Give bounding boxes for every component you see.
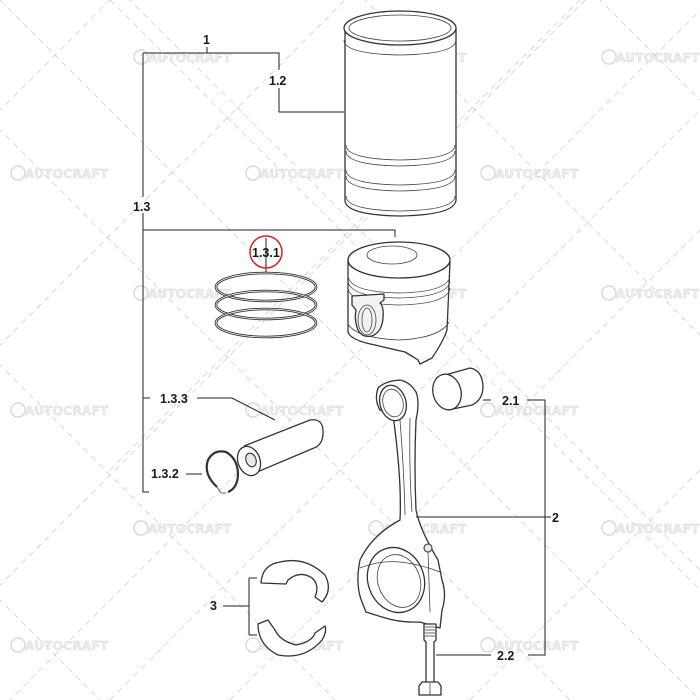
svg-text:AUTOCRAFT: AUTOCRAFT: [25, 639, 109, 653]
svg-text:AUTOCRAFT: AUTOCRAFT: [260, 404, 344, 418]
callout-1-2[interactable]: 1.2: [269, 74, 286, 88]
watermark-autocraft: AUTOCRAFT: [601, 285, 700, 301]
watermark-autocraft: AUTOCRAFT: [10, 165, 109, 181]
watermark-autocraft: AUTOCRAFT: [133, 49, 232, 65]
svg-text:AUTOCRAFT: AUTOCRAFT: [495, 167, 579, 181]
circlip[interactable]: [205, 450, 240, 494]
callout-2-2[interactable]: 2.2: [497, 649, 514, 663]
connecting-rod-bolt[interactable]: [418, 623, 442, 696]
bearing-shells[interactable]: [257, 559, 329, 657]
callout-2-1[interactable]: 2.1: [502, 394, 519, 408]
leader-lines: [142, 47, 551, 656]
watermark-autocraft: AUTOCRAFT: [10, 637, 109, 653]
svg-text:AUTOCRAFT: AUTOCRAFT: [495, 404, 579, 418]
highlight-circle: [249, 235, 283, 269]
svg-text:AUTOCRAFT: AUTOCRAFT: [25, 167, 109, 181]
callout-2[interactable]: 2: [552, 511, 559, 525]
piston[interactable]: [347, 241, 451, 365]
svg-text:AUTOCRAFT: AUTOCRAFT: [495, 639, 579, 653]
watermark-autocraft: AUTOCRAFT: [10, 402, 109, 418]
svg-text:AUTOCRAFT: AUTOCRAFT: [616, 287, 700, 301]
watermark-autocraft: AUTOCRAFT: [480, 402, 579, 418]
watermark-autocraft: AUTOCRAFT: [245, 402, 344, 418]
cylinder-liner[interactable]: [343, 10, 457, 217]
small-end-bushing[interactable]: [429, 367, 484, 413]
watermark-autocraft: AUTOCRAFT: [601, 520, 700, 536]
watermark-autocraft: AUTOCRAFT: [480, 165, 579, 181]
callout-labels: 1 1.2 1.3 1.3.1 1.3.2 1.3.3 2 2.1 2.2 3: [133, 33, 559, 663]
svg-text:AUTOCRAFT: AUTOCRAFT: [148, 287, 232, 301]
watermark-autocraft: AUTOCRAFT: [133, 285, 232, 301]
svg-text:AUTOCRAFT: AUTOCRAFT: [148, 51, 232, 65]
callout-3[interactable]: 3: [210, 599, 217, 613]
watermark-autocraft: AUTOCRAFT: [245, 165, 344, 181]
svg-text:AUTOCRAFT: AUTOCRAFT: [25, 404, 109, 418]
connecting-rod[interactable]: [357, 379, 446, 629]
svg-text:AUTOCRAFT: AUTOCRAFT: [616, 522, 700, 536]
callout-1-3-1[interactable]: 1.3.1: [252, 246, 280, 260]
callout-1[interactable]: 1: [203, 33, 210, 47]
watermark-autocraft: AUTOCRAFT: [133, 520, 232, 536]
watermark-autocraft: AUTOCRAFT: [601, 49, 700, 65]
callout-1-3-2[interactable]: 1.3.2: [151, 467, 179, 481]
piston-ring-set[interactable]: [214, 271, 318, 339]
svg-text:AUTOCRAFT: AUTOCRAFT: [260, 167, 344, 181]
callout-1-3[interactable]: 1.3: [133, 200, 150, 214]
piston-pin[interactable]: [234, 419, 324, 479]
svg-text:AUTOCRAFT: AUTOCRAFT: [148, 522, 232, 536]
callout-1-3-3[interactable]: 1.3.3: [160, 392, 188, 406]
svg-text:AUTOCRAFT: AUTOCRAFT: [616, 51, 700, 65]
watermark-autocraft: AUTOCRAFT: [480, 637, 579, 653]
